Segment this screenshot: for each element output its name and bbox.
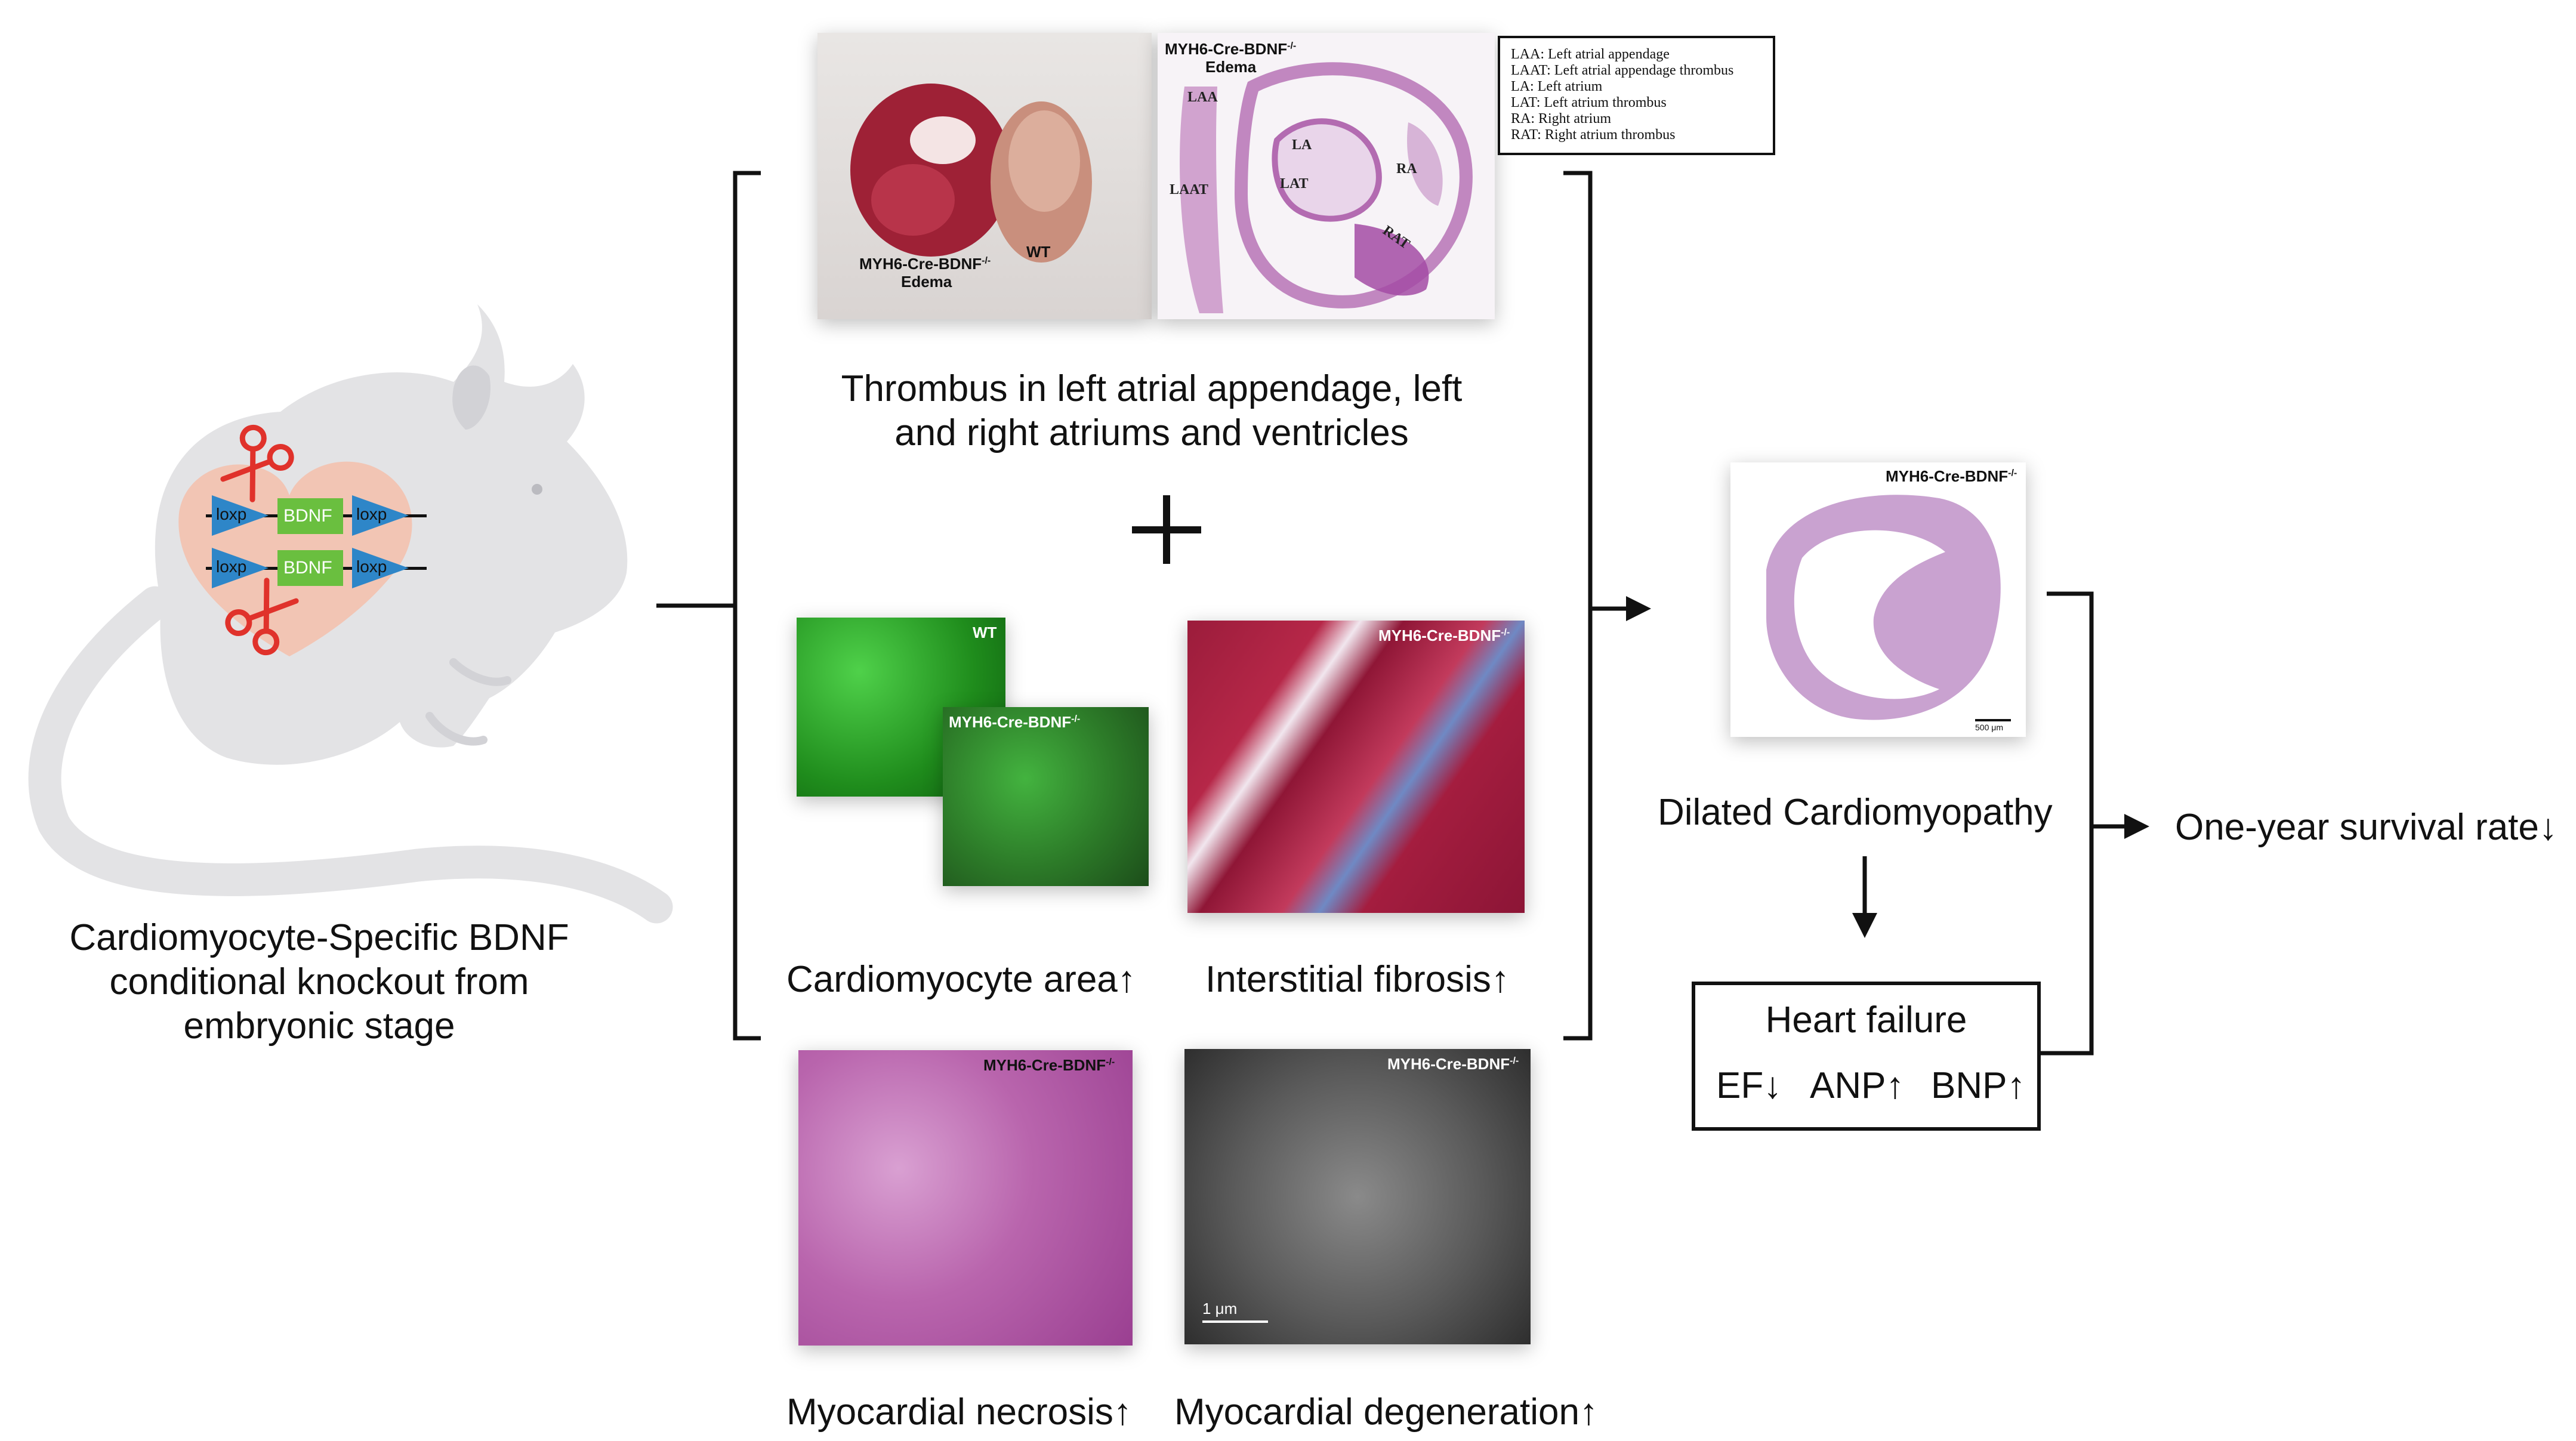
legend-item: LAAT: Left atrial appendage thrombus: [1511, 63, 1734, 78]
region-laat-label: LAAT: [1170, 182, 1208, 198]
region-lat-label: LAT: [1280, 176, 1309, 192]
right-bracket: [1563, 171, 1593, 1041]
degeneration-label: MYH6-Cre-BDNF-/-: [1387, 1055, 1519, 1073]
survival-caption: One-year survival rate↓: [2175, 807, 2558, 848]
legend-item: RA: Right atrium: [1511, 111, 1611, 126]
legend-item: RAT: Right atrium thrombus: [1511, 127, 1676, 143]
ko-photo-edema-label: Edema: [901, 273, 952, 291]
thrombus-histology: MYH6-Cre-BDNF-/- Edema LAA LAAT LA LAT R…: [1158, 33, 1495, 319]
fibrosis-label: MYH6-Cre-BDNF-/-: [1378, 627, 1510, 644]
loxp-triangle-bottom-left: [212, 548, 269, 588]
dcm-caption: Dilated Cardiomyopathy: [1658, 792, 2053, 833]
mouse-caption-line: Cardiomyocyte-Specific BDNF: [69, 917, 569, 958]
bnp-marker: BNP↑: [1931, 1065, 2026, 1106]
necrosis-caption: Myocardial necrosis↑: [786, 1391, 1132, 1433]
bdnf-gene-label: BDNF: [283, 506, 332, 526]
loxp-label: loxp: [216, 505, 247, 523]
dcm-histology-art: [1766, 495, 2001, 720]
degeneration-image: MYH6-Cre-BDNF-/- 1 μm: [1184, 1049, 1531, 1344]
necrosis-label: MYH6-Cre-BDNF-/-: [983, 1056, 1115, 1074]
abbreviation-legend: LAA: Left atrial appendage LAAT: Left at…: [1498, 36, 1775, 155]
scale-bar: [1975, 719, 2011, 721]
region-la-label: LA: [1292, 137, 1312, 153]
dcm-histology: MYH6-Cre-BDNF-/- 500 μm: [1730, 462, 2026, 737]
histology-label: MYH6-Cre-BDNF-/-: [1165, 40, 1297, 58]
bdnf-gene-box: [277, 498, 343, 534]
scale-bar: [1202, 1320, 1268, 1323]
heart-photo: MYH6-Cre-BDNF-/- Edema WT: [817, 33, 1152, 319]
heart-photo-art: [850, 84, 1092, 263]
scale-bar-label: 500 μm: [1975, 723, 2003, 732]
left-bracket: [733, 171, 761, 1041]
mouse-caption-line: embryonic stage: [183, 1005, 455, 1047]
legend-item: LA: Left atrium: [1511, 79, 1603, 94]
wt-photo-label: WT: [1026, 243, 1051, 261]
loxp-triangle-top-right: [352, 495, 409, 536]
ef-marker: EF↓: [1716, 1065, 1782, 1106]
bdnf-gene-label: BDNF: [283, 558, 332, 578]
thrombus-caption-line: and right atriums and ventricles: [894, 412, 1409, 453]
dcm-label: MYH6-Cre-BDNF-/-: [1886, 467, 2017, 485]
mouse-caption-line: conditional knockout from: [109, 961, 529, 1002]
ko-fluorescence-image: MYH6-Cre-BDNF-/-: [943, 707, 1149, 886]
necrosis-image: MYH6-Cre-BDNF-/-: [798, 1050, 1133, 1346]
cardiomyocyte-area-caption: Cardiomyocyte area↑: [786, 959, 1136, 1000]
heart-failure-box: Heart failure EF↓ ANP↑ BNP↑: [1692, 982, 2041, 1131]
thrombus-caption: Thrombus in left atrial appendage, left …: [788, 367, 1516, 455]
wt-label: WT: [973, 624, 997, 641]
loxp-triangle-bottom-right: [352, 548, 409, 588]
anp-marker: ANP↑: [1810, 1065, 1905, 1106]
region-laa-label: LAA: [1187, 90, 1218, 105]
fibrosis-caption: Interstitial fibrosis↑: [1205, 959, 1510, 1000]
scale-bar-label: 1 μm: [1202, 1300, 1238, 1317]
loxp-label: loxp: [216, 557, 247, 576]
bdnf-gene-box: [277, 550, 343, 586]
thrombus-caption-line: Thrombus in left atrial appendage, left: [841, 368, 1463, 409]
loxp-label: loxp: [356, 557, 387, 576]
ko-label: MYH6-Cre-BDNF-/-: [949, 713, 1081, 731]
thrombus-histology-art: [1180, 62, 1473, 313]
outcome-bracket: [2041, 591, 2094, 1056]
ko-photo-label: MYH6-Cre-BDNF-/-: [859, 255, 991, 273]
degeneration-caption: Myocardial degeneration↑: [1174, 1391, 1598, 1433]
mouse-caption: Cardiomyocyte-Specific BDNF conditional …: [36, 916, 603, 1048]
legend-item: LAT: Left atrium thrombus: [1511, 95, 1667, 110]
heart-failure-title: Heart failure: [1765, 999, 1967, 1041]
region-ra-label: RA: [1396, 161, 1417, 177]
loxp-label: loxp: [356, 505, 387, 523]
histology-edema-label: Edema: [1205, 58, 1257, 76]
legend-item: LAA: Left atrial appendage: [1511, 47, 1670, 62]
loxp-triangle-top-left: [212, 495, 269, 536]
fibrosis-image: MYH6-Cre-BDNF-/-: [1187, 621, 1525, 913]
